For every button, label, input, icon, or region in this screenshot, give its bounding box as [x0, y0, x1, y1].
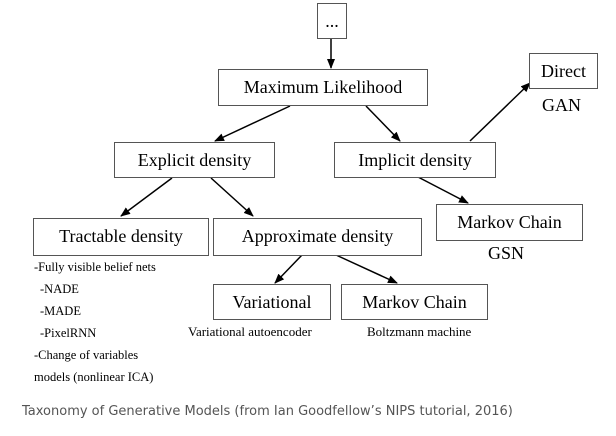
node-explicit-density: Explicit density [114, 142, 275, 178]
tractable-example: models (nonlinear ICA) [34, 370, 154, 384]
tractable-example: -MADE [40, 304, 81, 318]
figure-caption: Taxonomy of Generative Models (from Ian … [22, 404, 513, 419]
edge-max-likelihood-to-explicit [214, 105, 291, 142]
tractable-example: -NADE [40, 282, 79, 296]
node-top: ... [317, 3, 347, 39]
node-markov-chain-implicit: Markov Chain [436, 204, 583, 241]
node-tractable-density: Tractable density [33, 218, 209, 256]
node-markov-chain-approximate: Markov Chain [341, 284, 488, 320]
edge-max-likelihood-to-implicit [365, 105, 401, 142]
edge-explicit-to-tractable [120, 177, 173, 217]
tractable-example: -Fully visible belief nets [34, 260, 156, 274]
label-variational-autoencoder: Variational autoencoder [188, 324, 312, 339]
node-approximate-density: Approximate density [213, 218, 422, 256]
label-boltzmann-machine: Boltzmann machine [367, 324, 472, 339]
tractable-examples-list: -Fully visible belief nets -NADE -MADE -… [34, 256, 156, 388]
edge-explicit-to-approximate [210, 177, 254, 217]
label-gan: GAN [542, 95, 581, 115]
edge-approximate-to-markov-chain [335, 254, 398, 284]
tractable-example: -PixelRNN [40, 326, 97, 340]
edge-implicit-to-direct [469, 82, 531, 142]
node-implicit-density: Implicit density [334, 142, 496, 178]
edge-approximate-to-variational [274, 254, 303, 284]
node-direct: Direct [529, 53, 598, 89]
node-variational: Variational [213, 284, 331, 320]
node-maximum-likelihood: Maximum Likelihood [218, 69, 428, 106]
label-gsn: GSN [488, 243, 525, 263]
edge-implicit-to-markov-chain [417, 176, 469, 204]
tractable-example: -Change of variables [34, 348, 139, 362]
